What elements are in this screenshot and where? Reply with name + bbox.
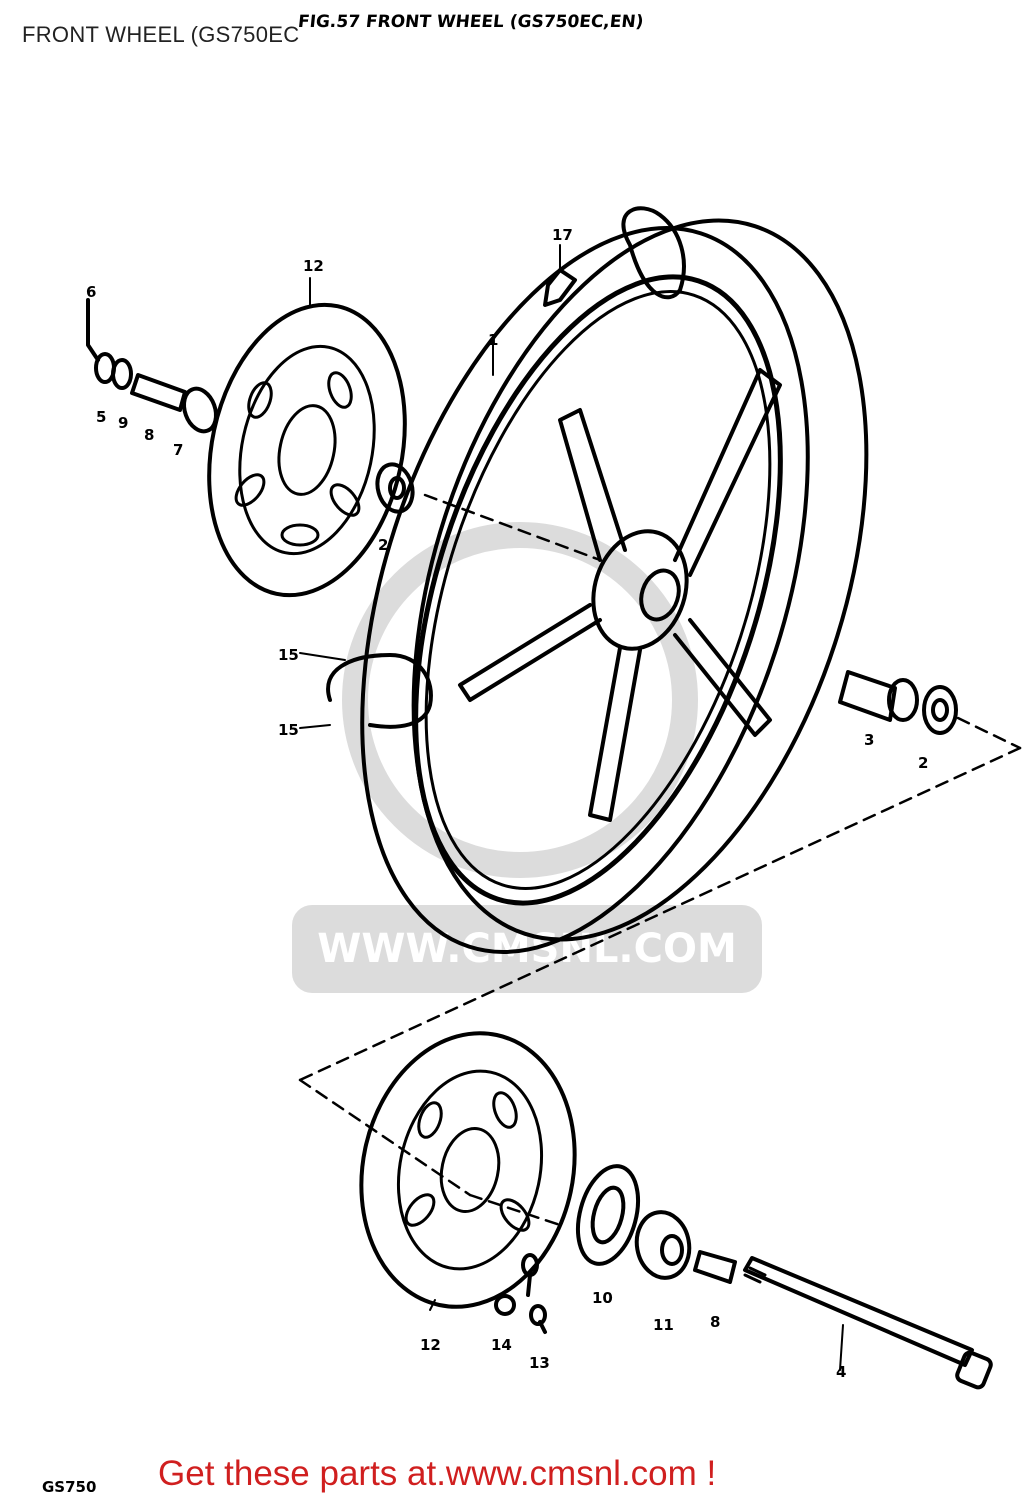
wheel-spokes-hub xyxy=(458,368,782,822)
callout-8-top: 8 xyxy=(144,426,154,444)
callout-5: 5 xyxy=(96,408,106,426)
buy-parts-link[interactable]: Get these parts at.www.cmsnl.com ! xyxy=(158,1454,717,1493)
exploded-view-guides xyxy=(298,493,1022,1227)
callout-17: 17 xyxy=(552,226,573,244)
page-title: FRONT WHEEL (GS750EC xyxy=(22,22,300,47)
callout-11: 11 xyxy=(653,1316,674,1334)
callout-10: 10 xyxy=(592,1289,613,1307)
callout-12-bottom: 12 xyxy=(420,1336,441,1354)
callout-8-bottom: 8 xyxy=(710,1313,720,1331)
callout-2-left: 2 xyxy=(378,536,388,554)
upper-brake-disc xyxy=(207,302,407,598)
valve-cap xyxy=(543,268,577,307)
callout-12-top: 12 xyxy=(303,257,324,275)
callout-1: 1 xyxy=(488,331,498,349)
lower-brake-disc xyxy=(359,1031,577,1309)
callout-15-top: 15 xyxy=(278,646,299,664)
left-axle-hardware xyxy=(86,298,218,434)
speedometer-parts xyxy=(576,1164,737,1284)
callout-3: 3 xyxy=(864,731,874,749)
callout-4: 4 xyxy=(836,1363,846,1381)
callout-leaders xyxy=(299,244,844,1371)
right-spacer-bearing xyxy=(838,670,958,735)
callout-7: 7 xyxy=(173,441,183,459)
callout-13: 13 xyxy=(529,1354,550,1372)
callout-6: 6 xyxy=(86,283,96,301)
front-wheel-tire xyxy=(326,206,869,954)
callout-9: 9 xyxy=(118,414,128,432)
callout-15-bottom: 15 xyxy=(278,721,299,739)
model-label: GS750 xyxy=(42,1478,97,1496)
callout-14: 14 xyxy=(491,1336,512,1354)
disc-bolts xyxy=(494,1253,547,1334)
callout-labels: 12 6 5 9 8 7 2 1 17 15 15 3 2 10 11 8 12… xyxy=(86,226,928,1381)
axle xyxy=(743,1256,993,1390)
bearing-left xyxy=(375,462,415,514)
callout-2-right: 2 xyxy=(918,754,928,772)
